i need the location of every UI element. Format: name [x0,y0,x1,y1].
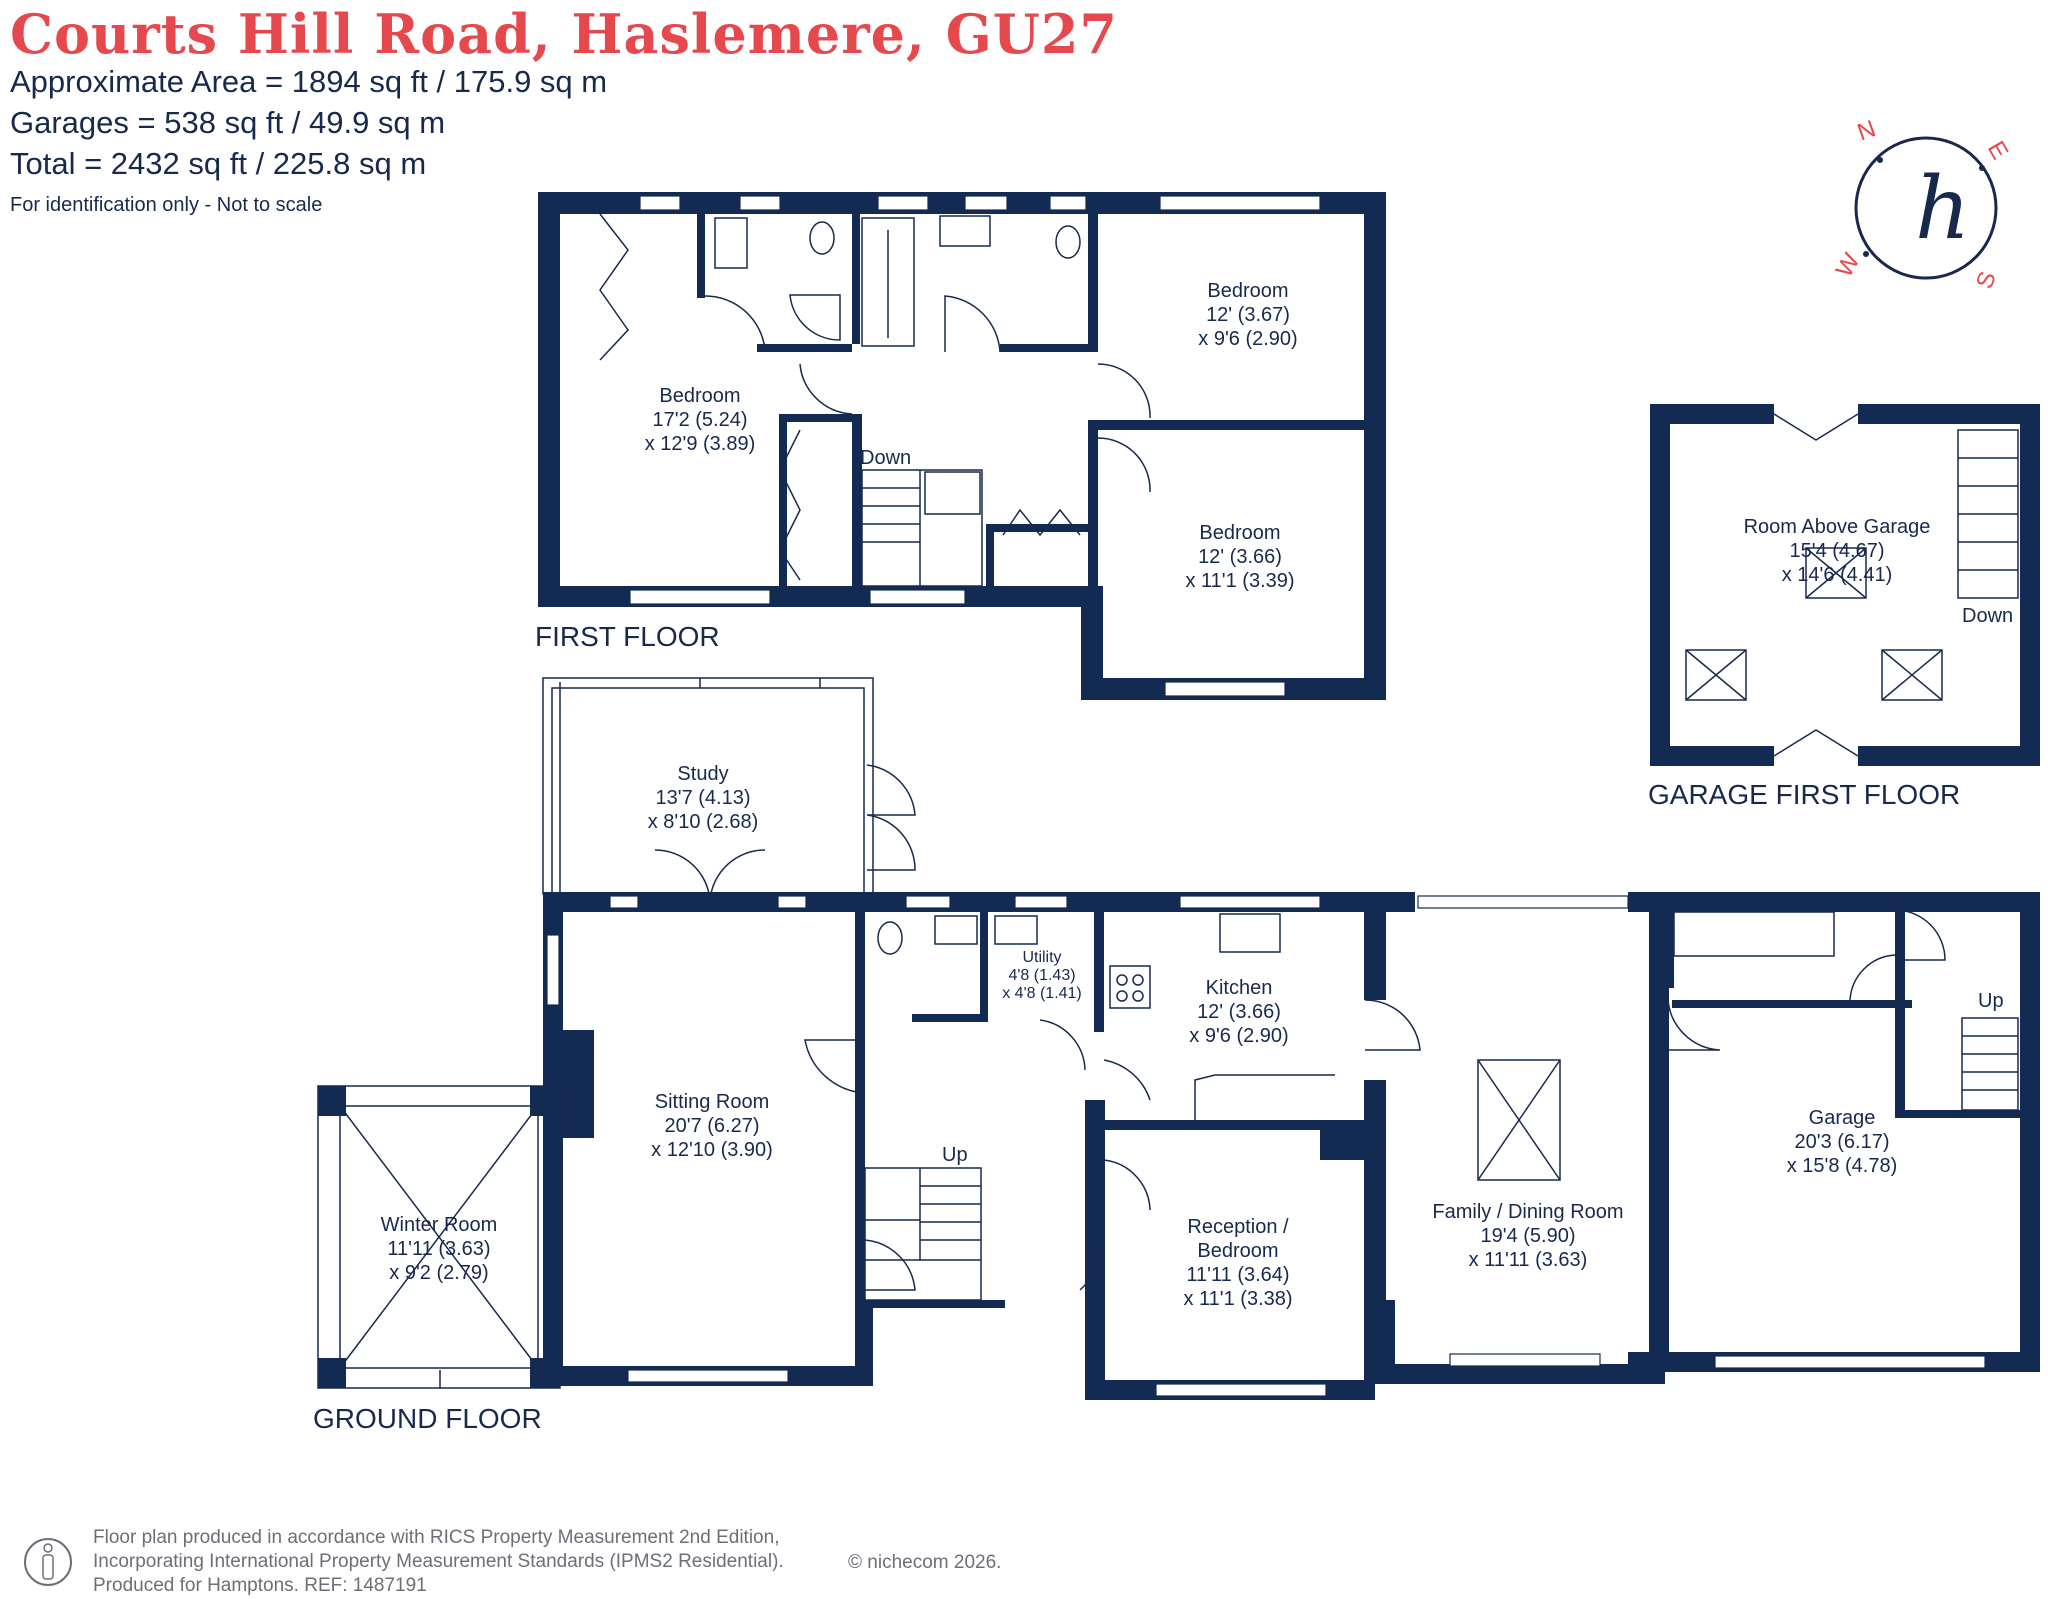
svg-text:Reception /: Reception / [1187,1216,1289,1238]
copyright: © nichecom 2026. [848,1552,1002,1573]
garage-stairs-up: Up [1978,990,2004,1012]
compass-north: N [1854,115,1880,146]
garage-first-floor-label: GARAGE FIRST FLOOR [1648,779,1960,810]
svg-text:11'11 (3.64): 11'11 (3.64) [1186,1264,1289,1286]
svg-text:Bedroom: Bedroom [1197,1240,1278,1262]
svg-text:12' (3.66): 12' (3.66) [1197,1001,1281,1023]
svg-text:13'7 (4.13): 13'7 (4.13) [656,787,751,809]
garages-area: Garages = 538 sq ft / 49.9 sq m [10,105,446,140]
svg-text:20'7 (6.27): 20'7 (6.27) [665,1115,760,1137]
compass-west: W [1831,249,1866,282]
room-reception-bedroom: Reception / Bedroom 11'11 (3.64) x 11'1 … [1183,1216,1292,1310]
footer-line-2: Incorporating International Property Mea… [93,1551,784,1572]
svg-text:Utility: Utility [1022,949,1061,966]
first-floor-plan: Down Bedroom 17'2 (5.24) x 12'9 (3.89) B… [535,192,1386,700]
room-family-dining-room: Family / Dining Room 19'4 (5.90) x 11'11… [1432,1201,1623,1271]
ground-stairs-up: Up [942,1144,968,1166]
svg-text:Winter Room: Winter Room [381,1214,498,1236]
svg-text:Room Above Garage: Room Above Garage [1744,516,1931,538]
svg-text:Bedroom: Bedroom [1207,280,1288,302]
garage-first-floor-plan: Down Room Above Garage 15'4 (4.67) x 14'… [1648,402,2040,810]
svg-text:x 12'10 (3.90): x 12'10 (3.90) [651,1139,773,1161]
footer-line-3: Produced for Hamptons. REF: 1487191 [93,1575,427,1596]
room-sitting-room: Sitting Room 20'7 (6.27) x 12'10 (3.90) [651,1091,773,1161]
svg-text:x 11'11 (3.63): x 11'11 (3.63) [1469,1249,1588,1271]
svg-text:x 8'10 (2.68): x 8'10 (2.68) [648,811,759,833]
svg-text:19'4 (5.90): 19'4 (5.90) [1481,1225,1576,1247]
first-floor-stairs-down: Down [860,447,911,469]
room-first-floor-bedroom-2: Bedroom 12' (3.67) x 9'6 (2.90) [1198,280,1297,350]
approximate-area: Approximate Area = 1894 sq ft / 175.9 sq… [10,64,608,99]
compass-south: S [1971,268,2002,292]
svg-text:Kitchen: Kitchen [1206,977,1273,999]
svg-text:x 15'8 (4.78): x 15'8 (4.78) [1787,1155,1898,1177]
svg-text:x 12'9 (3.89): x 12'9 (3.89) [645,433,756,455]
disclaimer-note: For identification only - Not to scale [10,194,323,216]
svg-text:x 9'6 (2.90): x 9'6 (2.90) [1189,1025,1288,1047]
svg-text:Garage: Garage [1809,1107,1876,1129]
svg-text:12' (3.67): 12' (3.67) [1206,304,1290,326]
svg-text:x 11'1 (3.39): x 11'1 (3.39) [1185,570,1294,592]
svg-text:Family / Dining Room: Family / Dining Room [1432,1201,1623,1223]
garage-stairs-down: Down [1962,605,2013,627]
room-kitchen: Kitchen 12' (3.66) x 9'6 (2.90) [1189,977,1288,1047]
svg-text:x 4'8 (1.41): x 4'8 (1.41) [1002,985,1082,1002]
compass-east: E [1982,137,2013,164]
room-first-floor-bedroom-3: Bedroom 12' (3.66) x 11'1 (3.39) [1185,522,1294,592]
person-icon [24,1538,72,1586]
room-utility: Utility 4'8 (1.43) x 4'8 (1.41) [1002,949,1082,1002]
svg-text:x 11'1 (3.38): x 11'1 (3.38) [1183,1288,1292,1310]
svg-text:12' (3.66): 12' (3.66) [1198,546,1282,568]
svg-text:15'4 (4.67): 15'4 (4.67) [1790,540,1885,562]
room-room-above-garage: Room Above Garage 15'4 (4.67) x 14'6 (4.… [1744,516,1931,586]
first-floor-label: FIRST FLOOR [535,621,720,652]
svg-text:Bedroom: Bedroom [659,385,740,407]
svg-text:x 9'2 (2.79): x 9'2 (2.79) [389,1262,488,1284]
svg-text:Sitting Room: Sitting Room [655,1091,770,1113]
svg-text:4'8 (1.43): 4'8 (1.43) [1008,967,1075,984]
compass-logo: h N E S W [1831,115,2014,292]
ground-floor-plan: Study 13'7 (4.13) x 8'10 (2.68) [313,677,2040,1434]
page-title: Courts Hill Road, Haslemere, GU27 [10,2,1118,66]
footer-line-1: Floor plan produced in accordance with R… [93,1527,780,1548]
svg-text:x 14'6 (4.41): x 14'6 (4.41) [1782,564,1893,586]
svg-text:17'2 (5.24): 17'2 (5.24) [653,409,748,431]
room-garage: Garage 20'3 (6.17) x 15'8 (4.78) [1787,1107,1898,1177]
room-first-floor-bedroom-1: Bedroom 17'2 (5.24) x 12'9 (3.89) [645,385,756,455]
ground-floor-label: GROUND FLOOR [313,1403,542,1434]
svg-text:x 9'6 (2.90): x 9'6 (2.90) [1198,328,1297,350]
svg-text:Study: Study [677,763,728,785]
svg-text:11'11 (3.63): 11'11 (3.63) [387,1238,490,1260]
logo-letter: h [1915,159,1970,259]
svg-text:20'3 (6.17): 20'3 (6.17) [1795,1131,1890,1153]
svg-text:Bedroom: Bedroom [1199,522,1280,544]
room-winter-room: Winter Room 11'11 (3.63) x 9'2 (2.79) [381,1214,498,1284]
room-study: Study 13'7 (4.13) x 8'10 (2.68) [648,763,759,833]
total-area: Total = 2432 sq ft / 225.8 sq m [10,146,427,181]
